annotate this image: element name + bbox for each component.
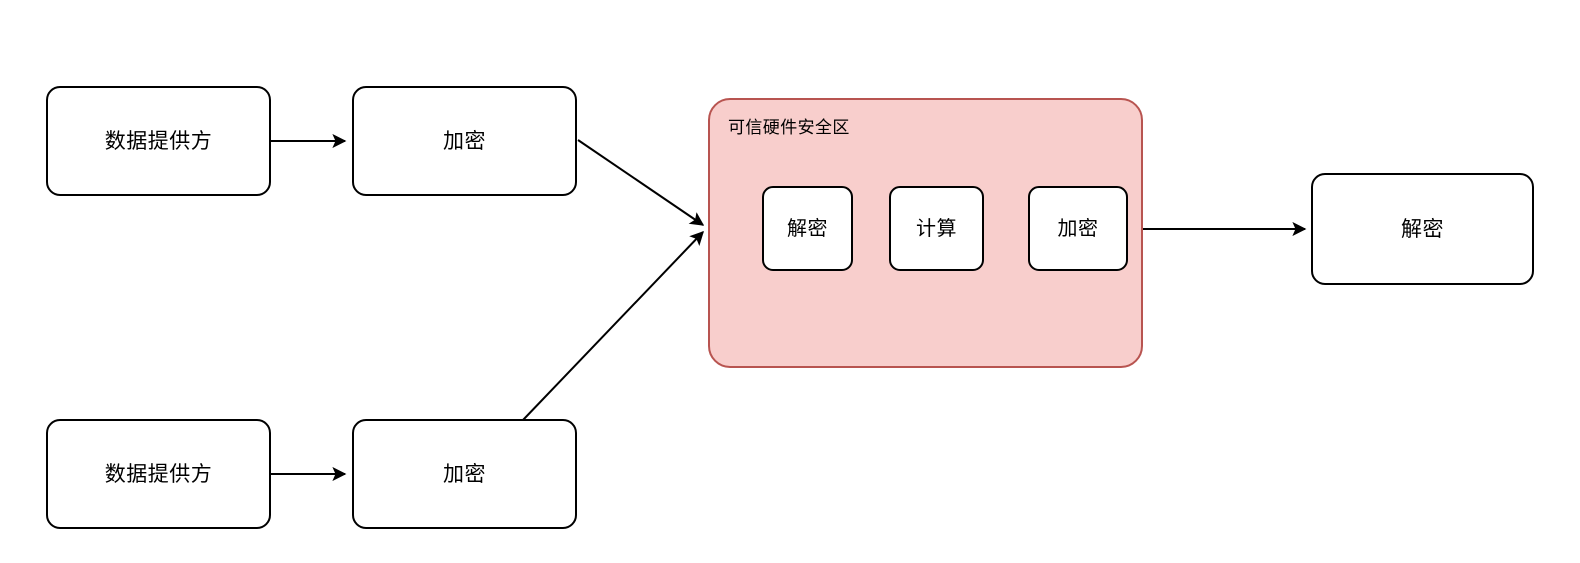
node-provider-bottom[interactable]: 数据提供方	[46, 419, 271, 529]
node-enclave-encrypt-label: 加密	[1057, 217, 1099, 240]
node-enclave-compute[interactable]: 计算	[889, 186, 984, 271]
node-provider-top-label: 数据提供方	[104, 129, 213, 153]
edge-encrypt-top-to-enclave	[577, 139, 705, 226]
node-output-decrypt[interactable]: 解密	[1311, 173, 1534, 285]
node-encrypt-top-label: 加密	[443, 129, 486, 153]
enclave-label: 可信硬件安全区	[728, 118, 850, 137]
node-encrypt-top[interactable]: 加密	[352, 86, 577, 196]
node-enclave-decrypt[interactable]: 解密	[762, 186, 853, 271]
node-provider-top[interactable]: 数据提供方	[46, 86, 271, 196]
node-encrypt-bottom[interactable]: 加密	[352, 419, 577, 529]
node-enclave-decrypt-label: 解密	[787, 217, 828, 240]
node-provider-bottom-label: 数据提供方	[104, 462, 213, 486]
node-encrypt-bottom-label: 加密	[443, 462, 486, 486]
node-output-decrypt-label: 解密	[1401, 217, 1444, 241]
edge-encrypt-bottom-to-enclave	[522, 230, 704, 421]
node-enclave-compute-label: 计算	[916, 217, 957, 240]
node-enclave-encrypt[interactable]: 加密	[1028, 186, 1128, 271]
